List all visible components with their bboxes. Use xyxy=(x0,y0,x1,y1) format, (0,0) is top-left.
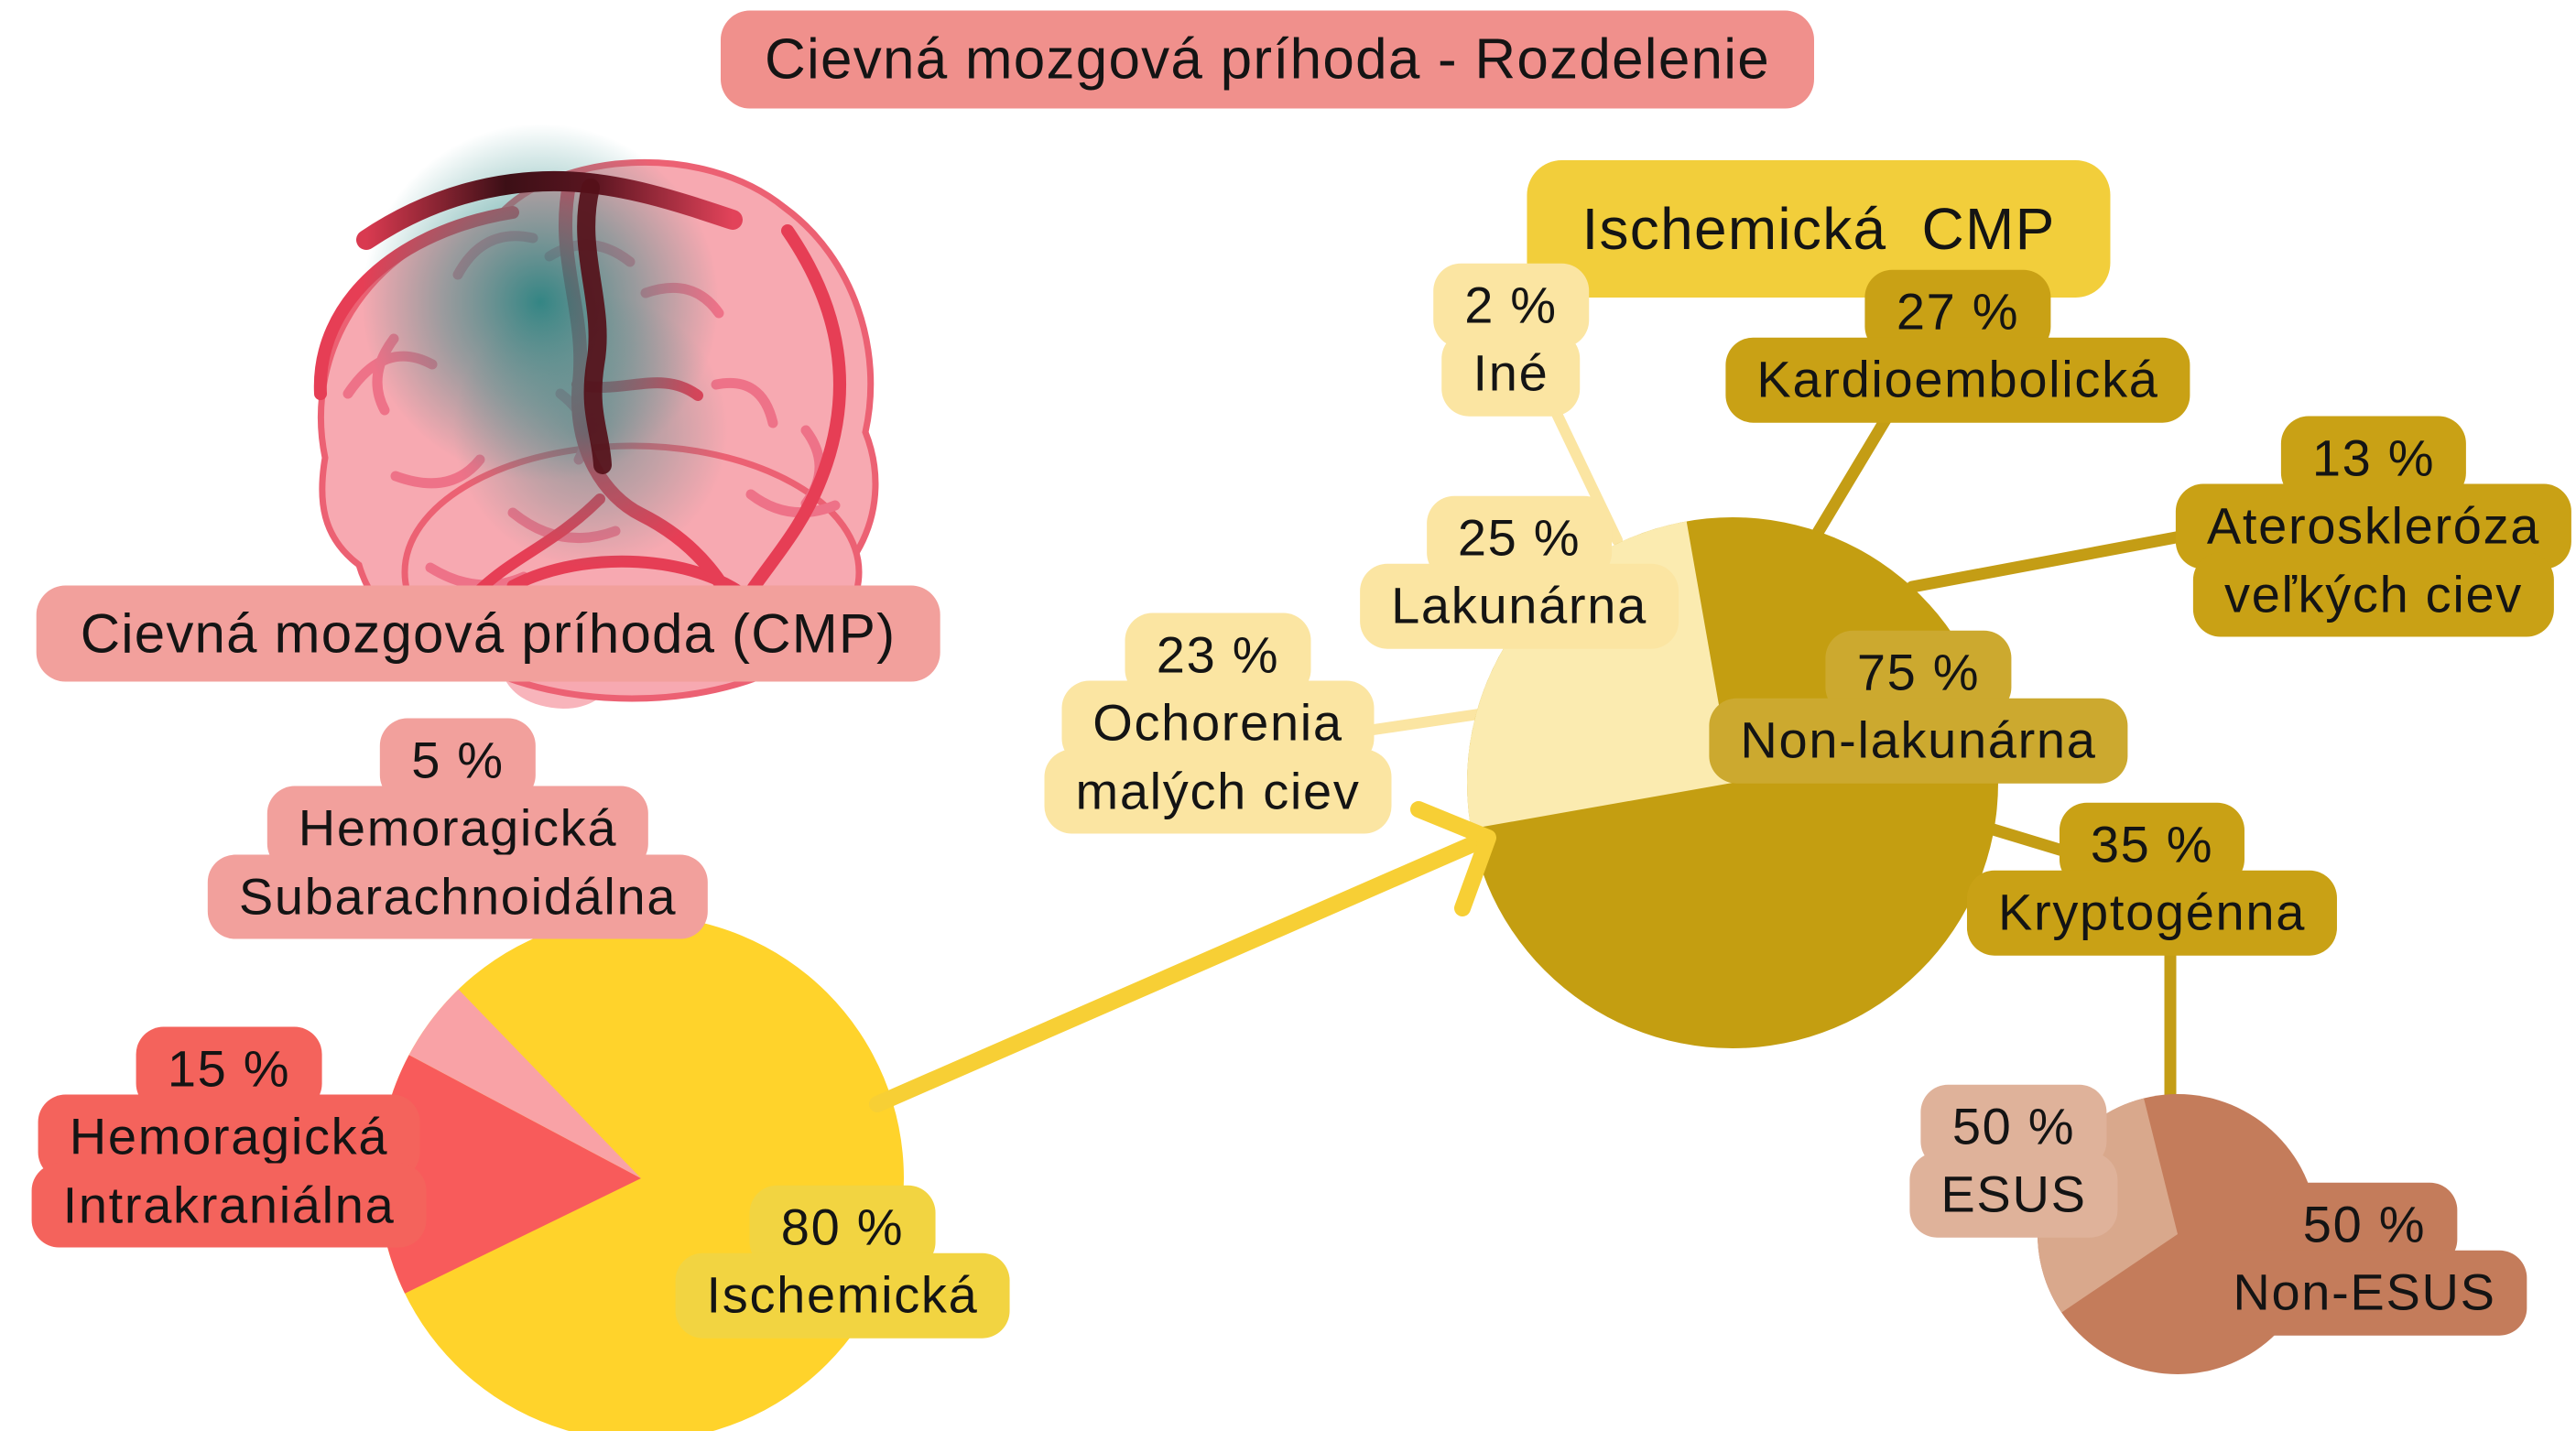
label-ochorenia-malych-ciev: 23 % Ochorenia malých ciev xyxy=(1044,613,1392,834)
label-line: Ischemická xyxy=(675,1253,1010,1339)
connector-kardio xyxy=(1801,406,1897,556)
label-hemoragicka-subarachnoidalna: 5 % Hemoragická Subarachnoidálna xyxy=(207,718,709,939)
label-non-esus-50: 50 % Non-ESUS xyxy=(2201,1182,2527,1336)
label-line: Kardioembolická xyxy=(1725,338,2190,423)
label-hemoragicka-intrakranialna: 15 % Hemoragická Intrakraniálna xyxy=(31,1026,427,1248)
slice-hemoragicka-subarachnoidalna-5 xyxy=(408,989,641,1178)
label-kardioembolicka-27: 27 % Kardioembolická xyxy=(1725,269,2190,423)
connector-atero xyxy=(1906,526,2207,593)
label-non-lakunarna-75: 75 % Non-lakunárna xyxy=(1709,630,2128,784)
label-line: ESUS xyxy=(1909,1153,2118,1238)
label-line: Subarachnoidálna xyxy=(207,854,709,939)
slice-hemoragicka-intrakranialna-15 xyxy=(378,1055,641,1294)
brain-occluded-vessel xyxy=(356,170,743,474)
label-line: Iné xyxy=(1441,331,1581,417)
label-ine-2: 2 % Iné xyxy=(1433,263,1589,417)
label-line: Kryptogénna xyxy=(1966,871,2338,956)
ischemic-cmp-title: Ischemická CMP xyxy=(1527,160,2111,298)
brain-caption: Cievná mozgová príhoda (CMP) xyxy=(36,585,940,682)
label-ateroskleroza-velkych-ciev: 13 % Ateroskleróza veľkých ciev xyxy=(2175,416,2572,637)
label-line: Non-ESUS xyxy=(2201,1251,2527,1336)
label-lakunarna-25: 25 % Lakunárna xyxy=(1360,495,1679,649)
label-line: veľkých ciev xyxy=(2193,552,2554,637)
label-kryptogenna-35: 35 % Kryptogénna xyxy=(1966,802,2338,956)
zoom-arrow xyxy=(869,801,1496,1112)
label-line: malých ciev xyxy=(1044,749,1392,834)
label-line: Non-lakunárna xyxy=(1709,699,2128,784)
label-ischemicka-80: 80 % Ischemická xyxy=(675,1185,1010,1339)
pie-cmp xyxy=(378,916,904,1431)
label-line-percent: 35 % xyxy=(2059,802,2245,887)
page-title: Cievná mozgová príhoda - Rozdelenie xyxy=(720,10,1815,109)
label-esus-50: 50 % ESUS xyxy=(1909,1084,2118,1238)
label-line: Lakunárna xyxy=(1360,564,1679,649)
label-line: Intrakraniálna xyxy=(31,1163,427,1248)
